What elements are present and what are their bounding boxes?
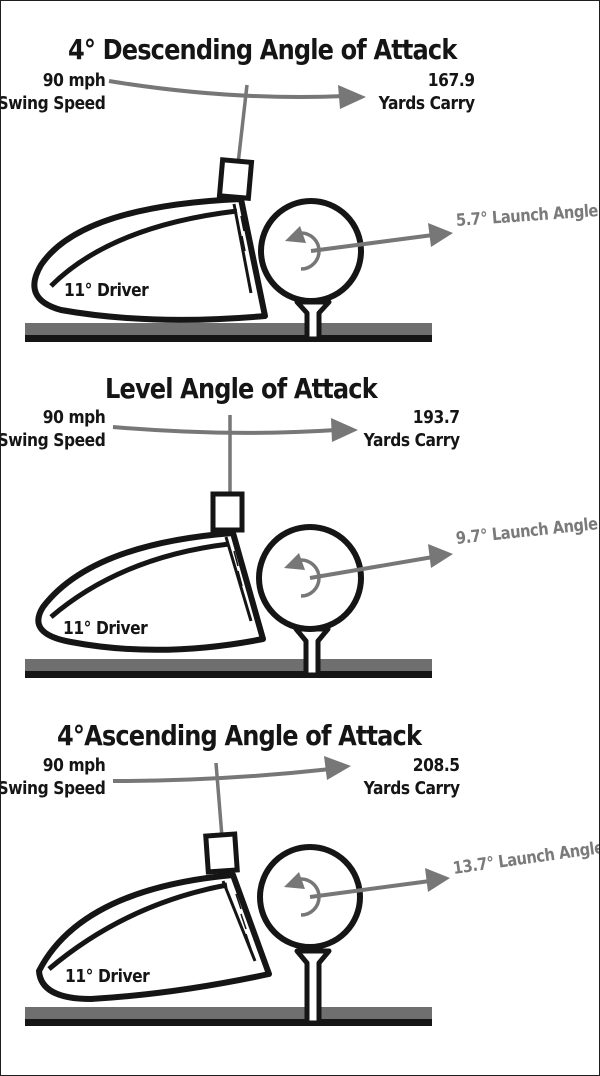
swing-path-arrow [112, 767, 332, 783]
panel-title: Level Angle of Attack [105, 372, 378, 405]
driver-head-icon [36, 872, 272, 1002]
carry-value: 193.7 [413, 407, 460, 428]
carry-value: 167.9 [428, 70, 475, 91]
swing-path-arrow [112, 425, 337, 435]
carry-caption: Yards Carry [364, 778, 460, 799]
ground-shadow [25, 671, 432, 678]
level-illustration [25, 415, 453, 678]
ground [25, 659, 432, 671]
hosel [216, 157, 255, 201]
driver-head-icon [31, 196, 268, 323]
carry-label: 208.5 Yards Carry [364, 754, 460, 800]
carry-value: 208.5 [413, 755, 460, 776]
descending-panel: 4° Descending Angle of Attack 90 mph Swi… [1, 1, 599, 351]
ascending-illustration [25, 756, 450, 1026]
panel-title: 4°Ascending Angle of Attack [57, 719, 422, 752]
swing-speed-label: 90 mph Swing Speed [0, 406, 105, 452]
ground-shadow [25, 1019, 432, 1026]
carry-label: 167.9 Yards Carry [379, 69, 475, 115]
club-label: 11° Driver [64, 280, 149, 301]
club-shaft [214, 762, 224, 838]
swing-speed-value: 90 mph [42, 407, 105, 428]
swing-speed-label: 90 mph Swing Speed [0, 69, 105, 115]
carry-label: 193.7 Yards Carry [364, 406, 460, 452]
tee-icon [294, 948, 332, 1026]
launch-arrow [309, 555, 434, 580]
swing-path-arrowhead [338, 85, 366, 109]
carry-caption: Yards Carry [379, 93, 475, 114]
club-shaft [236, 84, 249, 165]
carry-caption: Yards Carry [364, 430, 460, 451]
tee-icon [293, 626, 331, 678]
swing-speed-value: 90 mph [42, 755, 105, 776]
panel-title: 4° Descending Angle of Attack [68, 33, 457, 66]
swing-path-arrow [108, 79, 347, 99]
swing-speed-label: 90 mph Swing Speed [0, 754, 105, 800]
hosel [203, 831, 240, 875]
swing-speed-caption: Swing Speed [0, 93, 105, 114]
ground [25, 1007, 432, 1019]
club-label: 11° Driver [63, 618, 148, 639]
ground-shadow [25, 335, 432, 342]
swing-speed-caption: Swing Speed [0, 778, 105, 799]
launch-arrowhead [428, 223, 453, 247]
descending-illustration [25, 79, 453, 342]
swing-path-arrowhead [331, 418, 358, 442]
swing-speed-caption: Swing Speed [0, 430, 105, 451]
level-panel: Level Angle of Attack 90 mph Swing Speed… [1, 339, 599, 689]
launch-arrowhead [425, 868, 450, 892]
swing-speed-value: 90 mph [42, 70, 105, 91]
ascending-panel: 4°Ascending Angle of Attack 90 mph Swing… [1, 689, 599, 1075]
launch-arrow [310, 233, 434, 253]
swing-path-arrowhead [324, 756, 351, 780]
launch-arrow [309, 879, 431, 899]
hosel [210, 491, 245, 533]
tee-icon [294, 299, 332, 342]
club-label: 11° Driver [65, 966, 150, 987]
driver-head-icon [35, 530, 266, 653]
ground [25, 323, 432, 335]
launch-arrowhead [428, 544, 453, 568]
